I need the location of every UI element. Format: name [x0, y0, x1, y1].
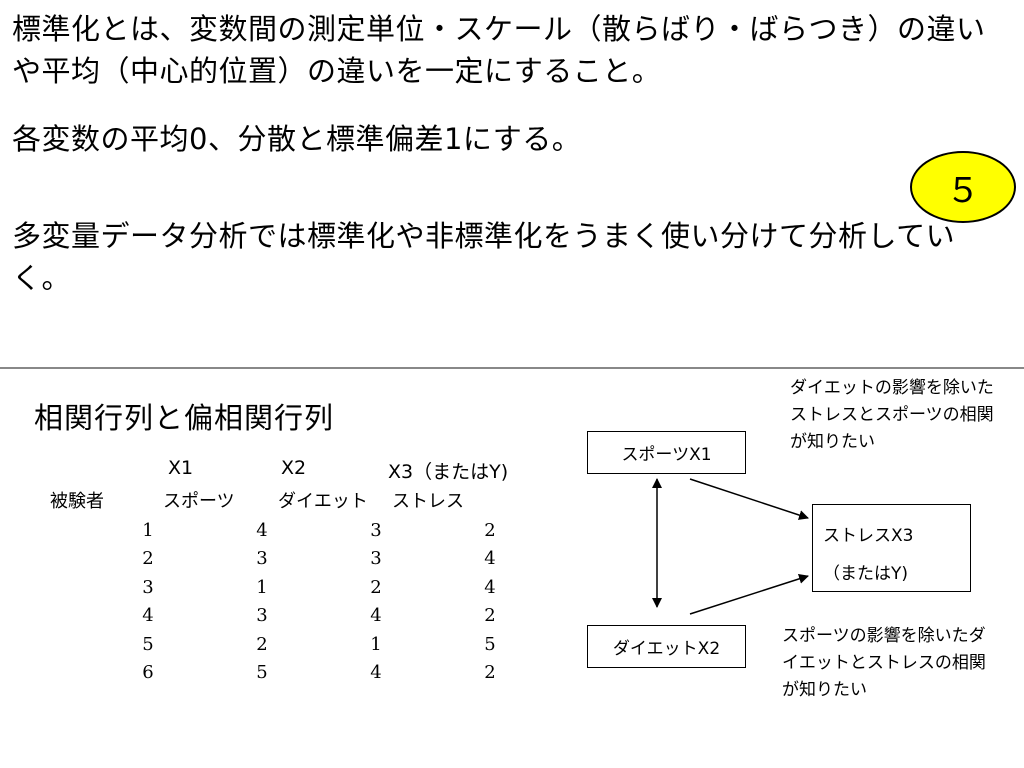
table-row: 2 3 3 4 [90, 545, 546, 574]
table-row: 5 2 1 5 [90, 630, 546, 659]
cell-sports: 2 [256, 633, 268, 655]
cell-stress: 5 [484, 633, 496, 655]
box-diet-label: ダイエットX2 [612, 639, 721, 659]
cell-subject: 4 [142, 605, 154, 627]
subheader-stress: ストレス [392, 491, 464, 512]
cell-subject: 1 [142, 519, 154, 541]
cell-diet: 4 [370, 605, 382, 627]
page-number-badge: ５ [910, 151, 1016, 223]
arrow-x1-to-x3 [689, 478, 809, 520]
data-table: 1 4 3 2 2 3 3 4 3 1 2 4 4 3 4 2 5 2 1 5 [90, 516, 546, 687]
cell-sports: 3 [256, 548, 268, 570]
var-header-x1: X1 [168, 457, 194, 479]
box-stress-alt-label: （またはY) [823, 564, 909, 584]
section-title: 相関行列と偏相関行列 [34, 401, 335, 435]
note-partial-corr-sports-stress: ダイエットの影響を除いたストレスとスポーツの相関が知りたい [790, 378, 994, 452]
var-header-x3: X3（またはY) [388, 461, 509, 483]
standardization-rule: 各変数の平均0、分散と標準偏差1にする。 [12, 122, 582, 156]
subheader-subject: 被験者 [50, 491, 104, 512]
table-row: 4 3 4 2 [90, 602, 546, 631]
cell-subject: 3 [142, 576, 154, 598]
cell-diet: 1 [370, 633, 382, 655]
cell-subject: 6 [142, 662, 154, 684]
cell-diet: 3 [370, 519, 382, 541]
cell-stress: 2 [484, 662, 496, 684]
box-stress-x3: ストレスX3 （またはY) [812, 504, 971, 592]
page-number: ５ [946, 170, 980, 211]
cell-stress: 4 [484, 548, 496, 570]
arrow-x2-to-x3 [689, 573, 809, 615]
table-row: 6 5 4 2 [90, 659, 546, 688]
cell-sports: 5 [256, 662, 268, 684]
subheader-sports: スポーツ [163, 491, 235, 512]
section-divider [0, 367, 1024, 369]
cell-diet: 4 [370, 662, 382, 684]
box-sports-label: スポーツX1 [621, 445, 712, 465]
cell-stress: 2 [484, 605, 496, 627]
note-partial-corr-diet-stress: スポーツの影響を除いたダイエットとストレスの相関が知りたい [782, 626, 986, 700]
var-header-x2: X2 [281, 457, 307, 479]
cell-sports: 3 [256, 605, 268, 627]
cell-subject: 2 [142, 548, 154, 570]
box-stress-label: ストレスX3 [823, 526, 914, 546]
table-row: 1 4 3 2 [90, 516, 546, 545]
box-diet-x2: ダイエットX2 [587, 625, 746, 668]
cell-subject: 5 [142, 633, 154, 655]
cell-stress: 4 [484, 576, 496, 598]
subheader-diet: ダイエット [278, 491, 368, 512]
analysis-note: 多変量データ分析では標準化や非標準化をうまく使い分けて分析していく。 [12, 219, 956, 295]
intro-paragraph: 標準化とは、変数間の測定単位・スケール（散らばり・ばらつき）の違いや平均（中心的… [12, 12, 986, 88]
cell-sports: 4 [256, 519, 268, 541]
box-sports-x1: スポーツX1 [587, 431, 746, 474]
cell-stress: 2 [484, 519, 496, 541]
cell-diet: 2 [370, 576, 382, 598]
cell-diet: 3 [370, 548, 382, 570]
table-row: 3 1 2 4 [90, 573, 546, 602]
cell-sports: 1 [256, 576, 268, 598]
